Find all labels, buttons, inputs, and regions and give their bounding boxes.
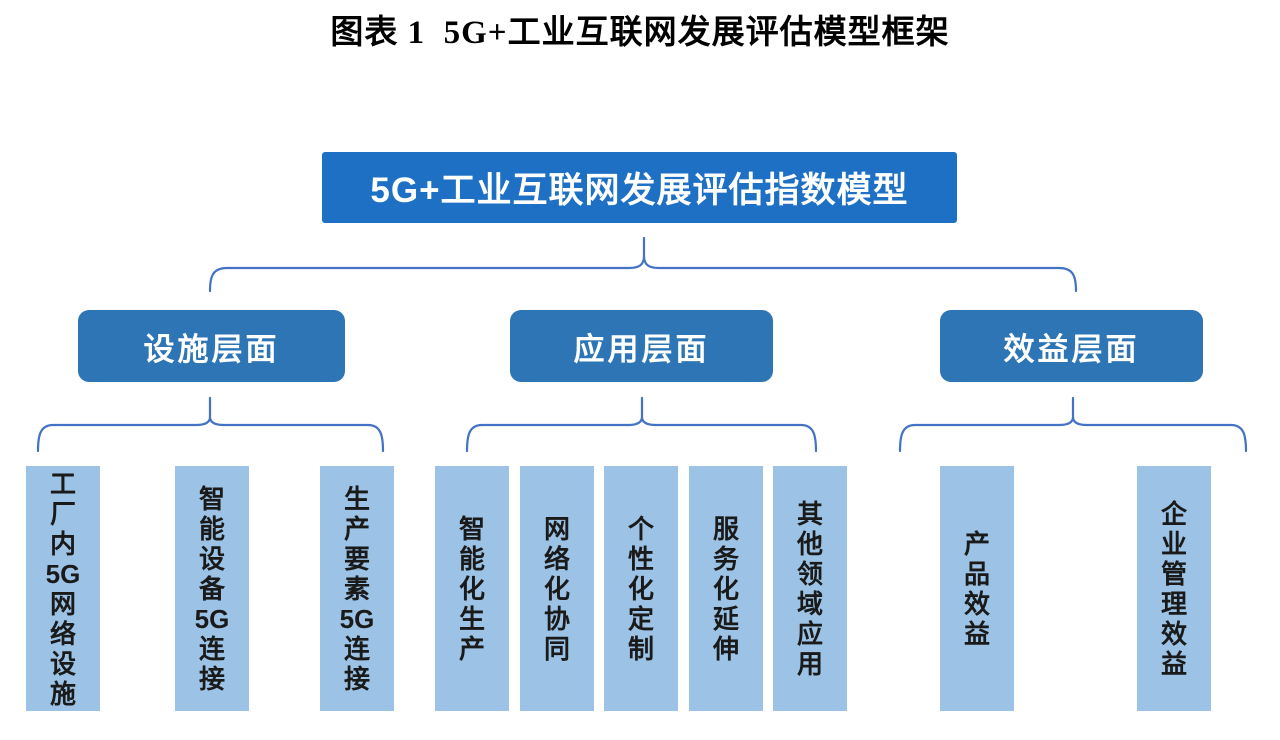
- leaf-enterprise-management-benefit: 企业管理效益: [1137, 466, 1211, 711]
- root-model-label: 5G+工业互联网发展评估指数模型: [370, 171, 909, 210]
- connector-root-brace: [208, 236, 1078, 293]
- leaf-other-field-applications: 其他领域应用: [773, 466, 847, 711]
- group-label-benefit: 效益层面: [1003, 331, 1140, 367]
- group-label-facility: 设施层面: [143, 331, 280, 367]
- connector-application-brace: [465, 396, 818, 453]
- leaf-intelligent-production: 智能化生产: [435, 466, 509, 711]
- figure-title: 图表 1 5G+工业互联网发展评估模型框架: [330, 15, 950, 51]
- connector-benefit-brace: [898, 396, 1248, 453]
- group-box-benefit: 效益层面: [940, 310, 1203, 382]
- group-label-application: 应用层面: [573, 331, 710, 367]
- leaf-product-benefit: 产品效益: [940, 466, 1014, 711]
- leaf-service-extension: 服务化延伸: [689, 466, 763, 711]
- root-model-box: 5G+工业互联网发展评估指数模型: [322, 152, 957, 223]
- leaf-personalized-customization: 个性化定制: [604, 466, 678, 711]
- connector-facility-brace: [36, 396, 385, 453]
- group-box-application: 应用层面: [510, 310, 773, 382]
- group-box-facility: 设施层面: [78, 310, 345, 382]
- leaf-network-collaboration: 网络化协同: [520, 466, 594, 711]
